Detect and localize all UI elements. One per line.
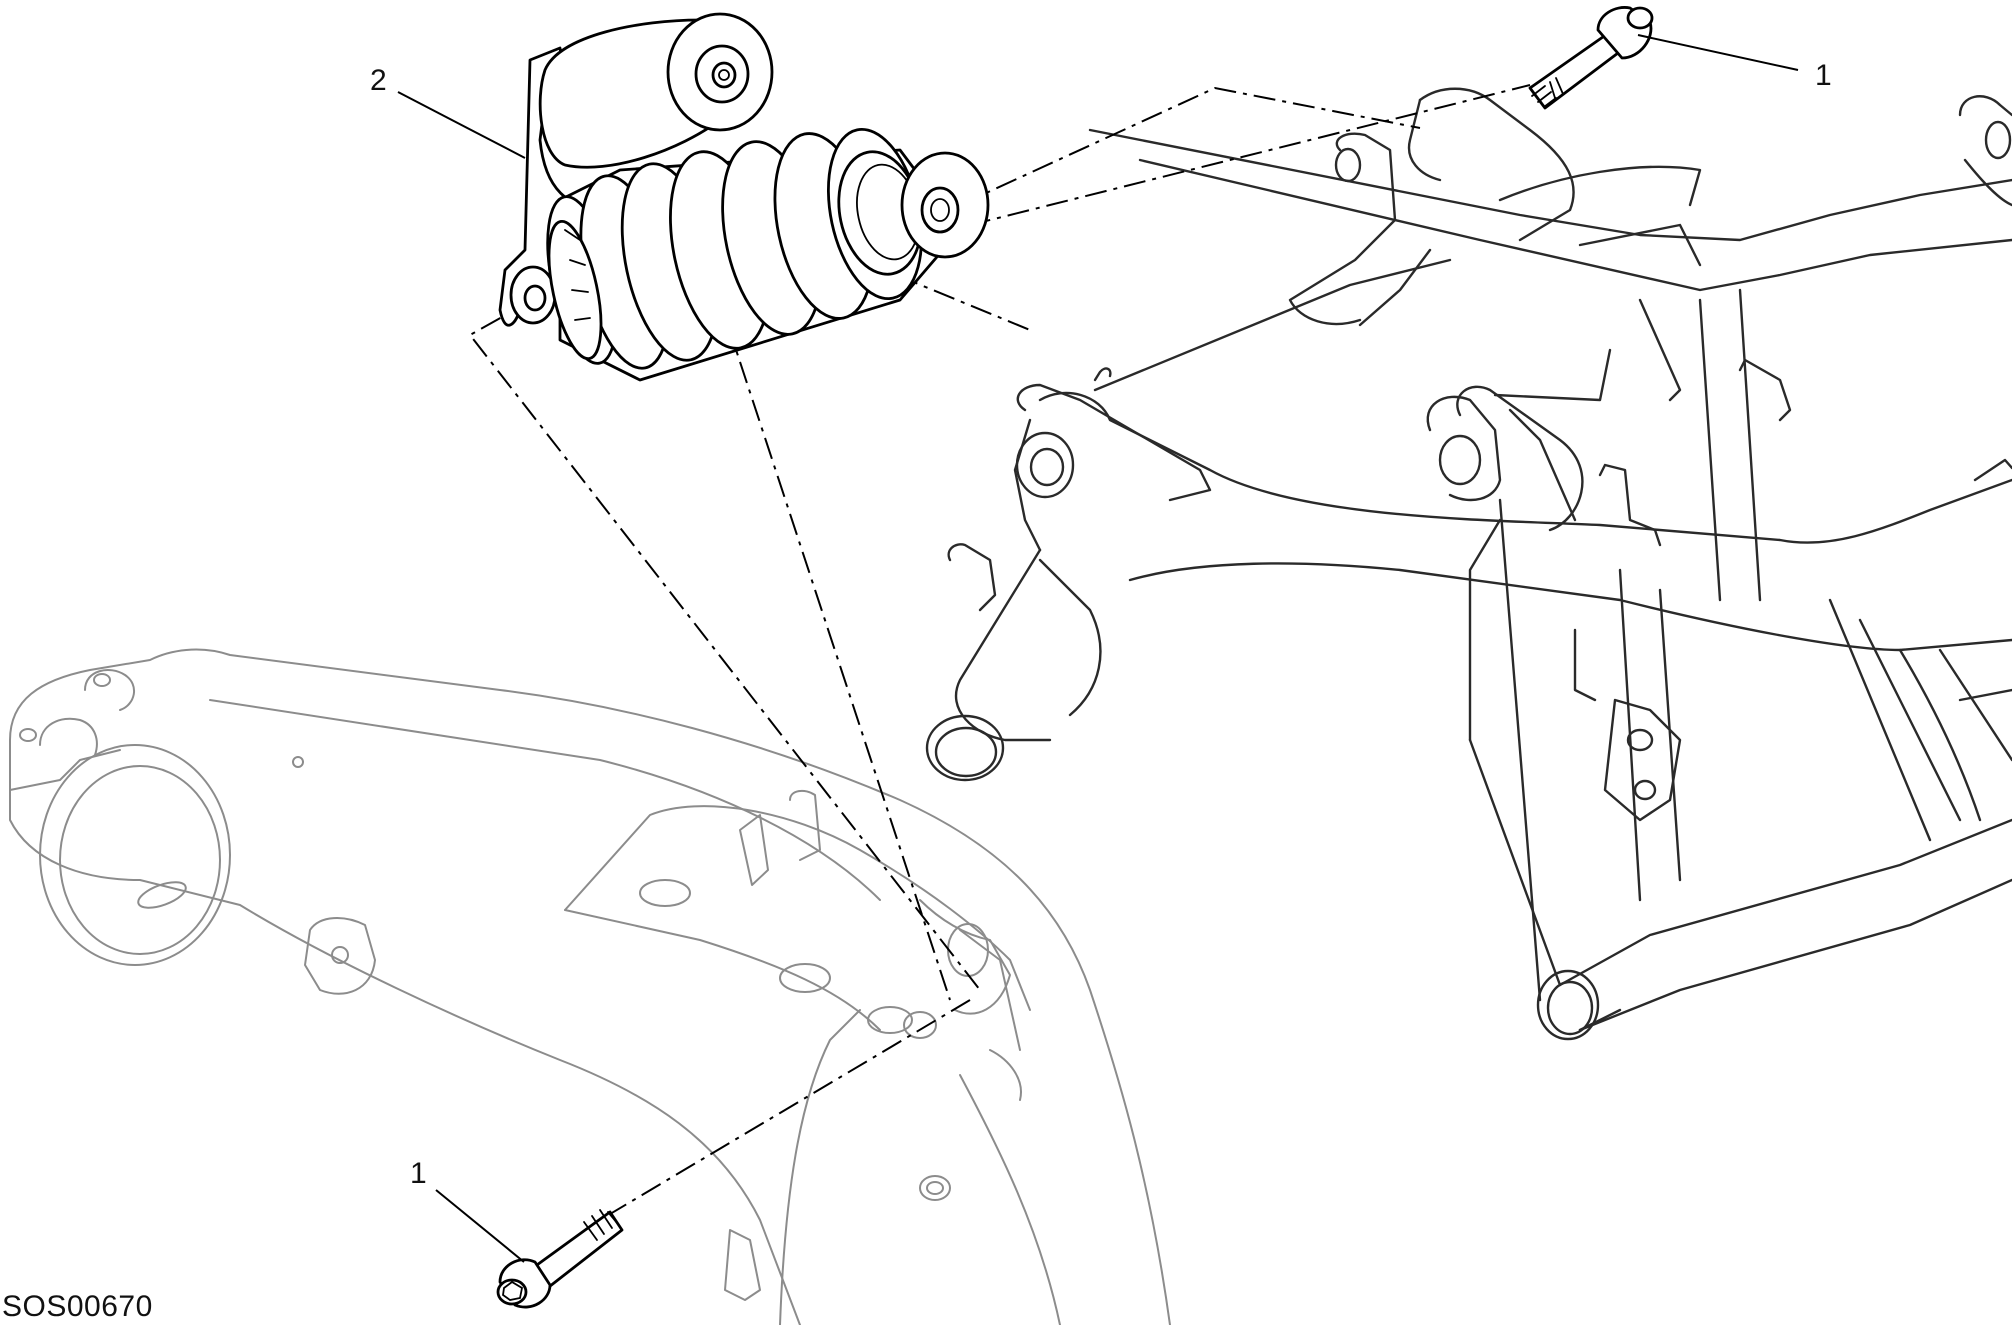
shock-absorber bbox=[498, 12, 990, 382]
callout-label: 1 bbox=[1815, 59, 1832, 92]
callout-label: 1 bbox=[410, 1157, 427, 1190]
frame bbox=[925, 87, 2012, 1041]
callout-bolt-upper: 1 bbox=[1637, 34, 1832, 92]
swingarm bbox=[9, 648, 1171, 1325]
bolt-upper bbox=[1528, 6, 1654, 110]
drawing-code: SOS00670 bbox=[2, 1290, 153, 1323]
callout-shock-absorber: 2 bbox=[370, 64, 526, 159]
callout-bolt-lower: 1 bbox=[410, 1157, 525, 1263]
callout-label: 2 bbox=[370, 64, 387, 97]
bolt-lower bbox=[496, 1209, 624, 1309]
